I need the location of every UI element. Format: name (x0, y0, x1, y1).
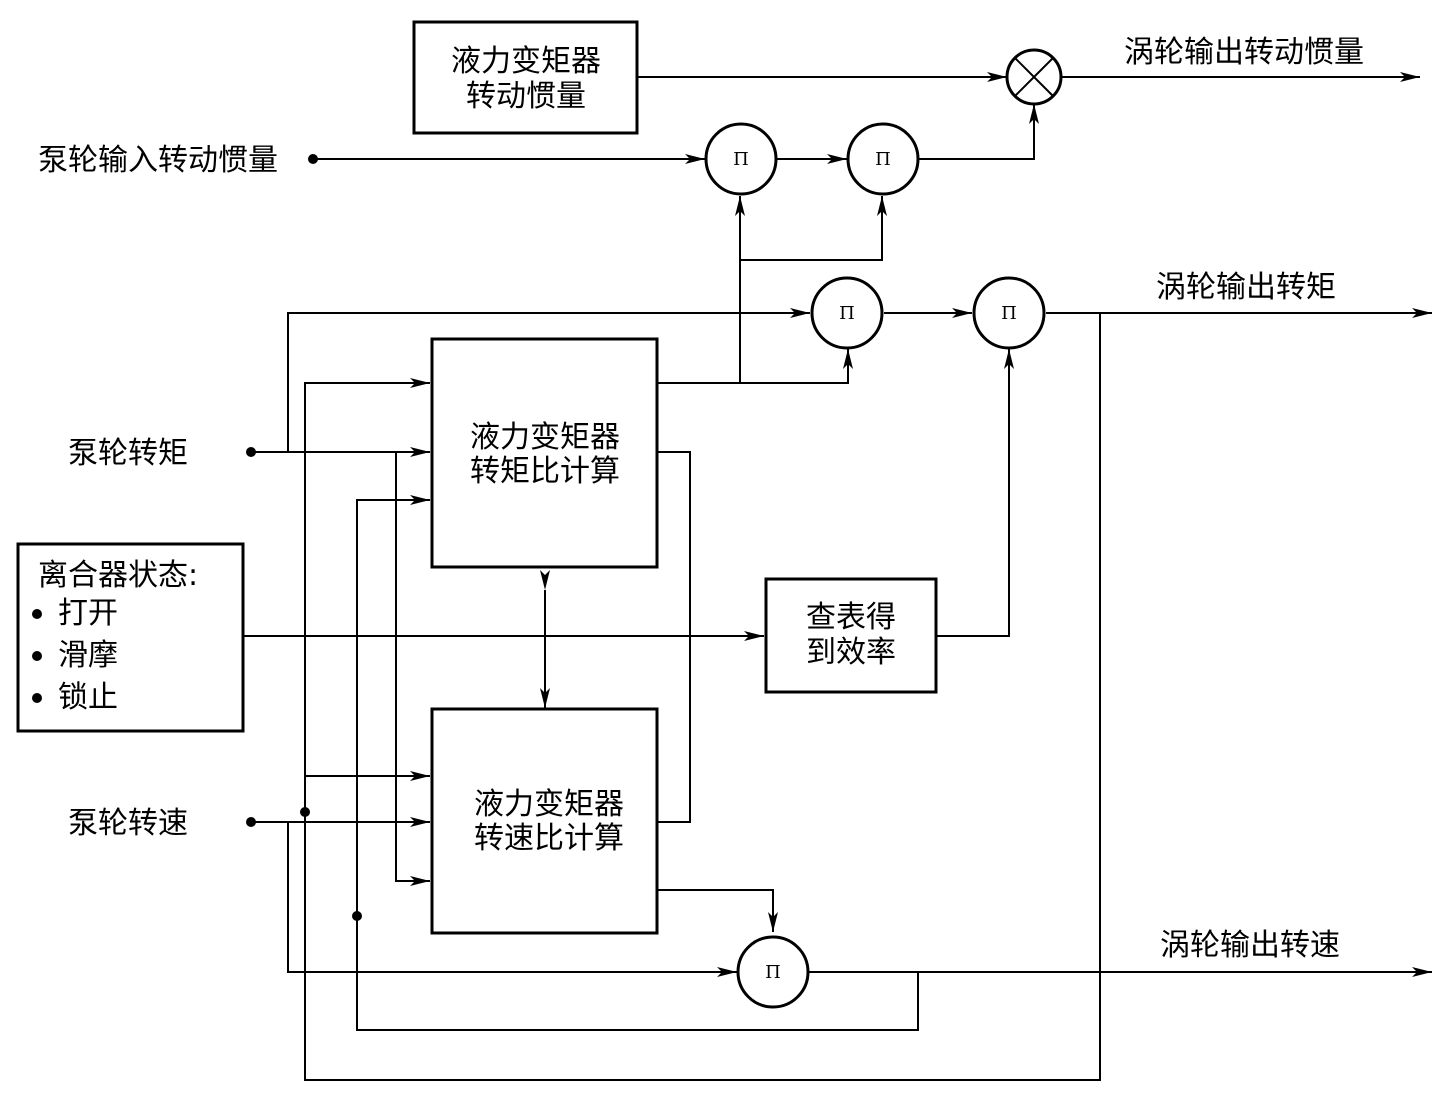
product-symbol: Π (1001, 303, 1017, 324)
product-symbol: Π (839, 303, 855, 324)
block-torque-ratio: 液力变矩器 转矩比计算 (430, 337, 659, 569)
block-label: 转速比计算 (474, 821, 624, 856)
junction-dots (246, 154, 362, 921)
block-efficiency-lookup: 查表得 到效率 (764, 577, 938, 694)
input-label-pump-speed: 泵轮转速 (68, 806, 188, 841)
product-operator: Π (810, 276, 884, 350)
product-symbol: Π (765, 962, 781, 983)
junction-dot (300, 807, 310, 817)
signal-wires (243, 72, 1432, 1081)
input-label-pump-inertia: 泵轮输入转动惯量 (38, 143, 278, 178)
block-converter-inertia: 液力变矩器 转动惯量 (412, 20, 639, 135)
output-label-turbine-inertia: 涡轮输出转动惯量 (1124, 35, 1364, 70)
block-label: 转动惯量 (466, 79, 586, 114)
input-label-pump-torque: 泵轮转矩 (68, 436, 188, 471)
multiplier-junction-icon (1005, 48, 1063, 106)
bullet-icon (32, 651, 42, 661)
clutch-state-title: 离合器状态: (38, 558, 198, 593)
clutch-state-item: 锁止 (58, 680, 118, 715)
output-label-turbine-speed: 涡轮输出转速 (1160, 928, 1340, 963)
pump-torque-input-terminal (246, 447, 256, 457)
block-label: 液力变矩器 (470, 420, 620, 455)
bullet-icon (32, 609, 42, 619)
product-operator: Π (972, 276, 1046, 350)
block-label: 查表得 (806, 600, 896, 635)
pump-speed-input-terminal (246, 817, 256, 827)
block-label: 到效率 (806, 635, 896, 670)
block-label: 液力变矩器 (451, 44, 601, 79)
clutch-state-item: 滑摩 (58, 638, 118, 673)
product-symbol: Π (875, 149, 891, 170)
product-operator: Π (704, 122, 778, 196)
product-symbol: Π (733, 149, 749, 170)
block-label: 液力变矩器 (474, 787, 624, 822)
pump-inertia-input-terminal (308, 154, 318, 164)
block-speed-ratio: 液力变矩器 转速比计算 (430, 707, 659, 935)
output-label-turbine-torque: 涡轮输出转矩 (1156, 270, 1336, 305)
clutch-state-item: 打开 (58, 596, 118, 631)
block-clutch-state: 离合器状态: 打开 滑摩 锁止 (16, 542, 245, 733)
block-label: 转矩比计算 (470, 454, 620, 489)
product-operator: Π (846, 122, 920, 196)
bullet-icon (32, 693, 42, 703)
product-operator: Π (736, 935, 810, 1009)
junction-dot (352, 911, 362, 921)
